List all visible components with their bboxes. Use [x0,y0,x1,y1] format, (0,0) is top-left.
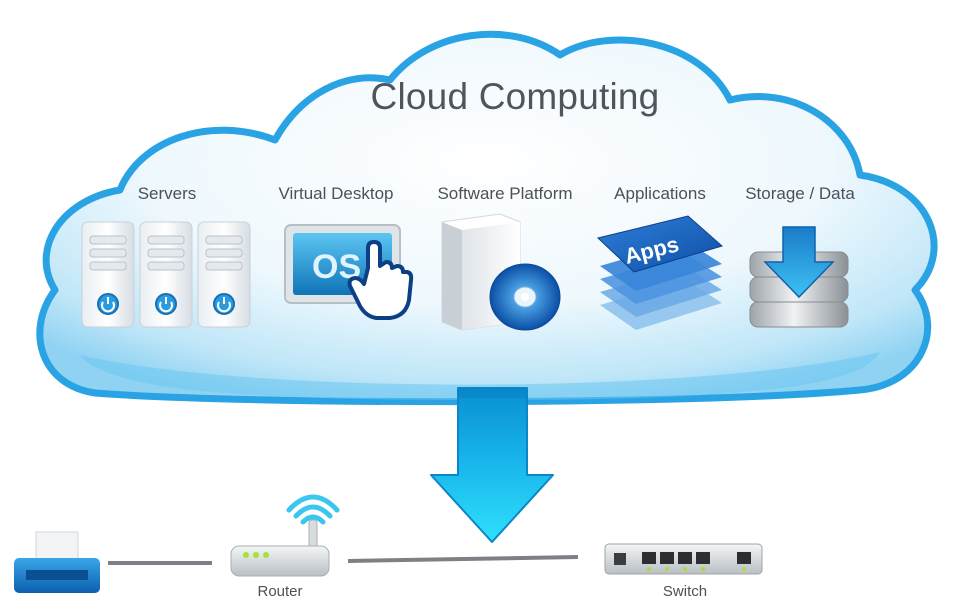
cloud-title: Cloud Computing [370,76,660,117]
label-router: Router [257,583,303,600]
label-servers: Servers [137,184,197,203]
cloud-download-arrow [430,387,554,543]
server-unit [139,221,193,328]
label-switch: Switch [662,583,708,600]
router-icon [230,494,340,577]
label-applications: Applications [614,184,706,203]
label-virtual-desktop: Virtual Desktop [278,184,394,203]
label-storage-data: Storage / Data [745,184,855,203]
monitor-os-icon: OS [284,224,414,320]
network-link [347,555,579,563]
printer-icon [14,531,100,593]
software-box-icon [441,213,561,331]
server-rack-icon [81,221,251,328]
apps-stack-icon: Apps [596,215,724,330]
switch-icon [604,543,763,575]
database-download-icon [749,226,849,328]
server-unit [81,221,135,328]
label-software-platform: Software Platform [437,184,573,203]
server-unit [197,221,251,328]
